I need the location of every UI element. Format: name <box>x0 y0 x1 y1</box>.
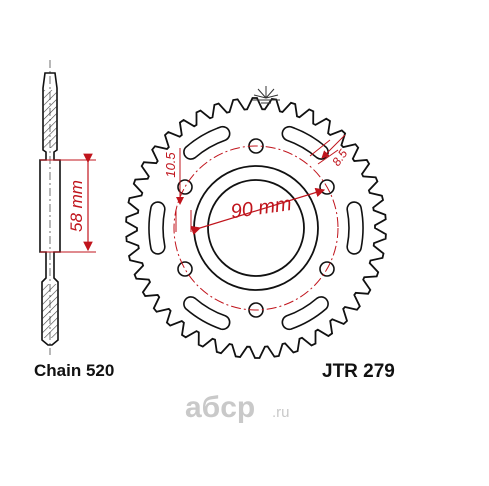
lightening-slot <box>346 201 364 255</box>
lightening-slot <box>183 296 231 331</box>
abcp-watermark: aбcp .ru <box>185 391 290 424</box>
height-dimension-label: 58 mm <box>67 180 86 232</box>
bolt-circle <box>173 145 339 311</box>
watermark-main: aбcp <box>185 391 255 424</box>
sprocket-outline <box>125 97 387 359</box>
lightening-slot <box>183 125 231 160</box>
watermark-tld: .ru <box>272 404 290 421</box>
bolt-hole-dim-label: 10.5 <box>163 152 178 178</box>
chain-label: Chain 520 <box>34 361 114 380</box>
part-number-label: JTR 279 <box>322 361 395 382</box>
sprocket-side-profile <box>39 60 61 355</box>
bolt-holes <box>177 138 335 318</box>
bolt-hole-dimension: 10.5 <box>163 148 192 232</box>
sunburst-logo-icon <box>252 86 280 104</box>
sprocket-front-view <box>125 97 387 359</box>
height-dimension: 58 mm <box>40 153 96 253</box>
lightening-slot <box>281 296 329 331</box>
bolt-hole <box>177 179 193 195</box>
lightening-slot <box>148 201 166 255</box>
bolt-hole <box>177 261 193 277</box>
